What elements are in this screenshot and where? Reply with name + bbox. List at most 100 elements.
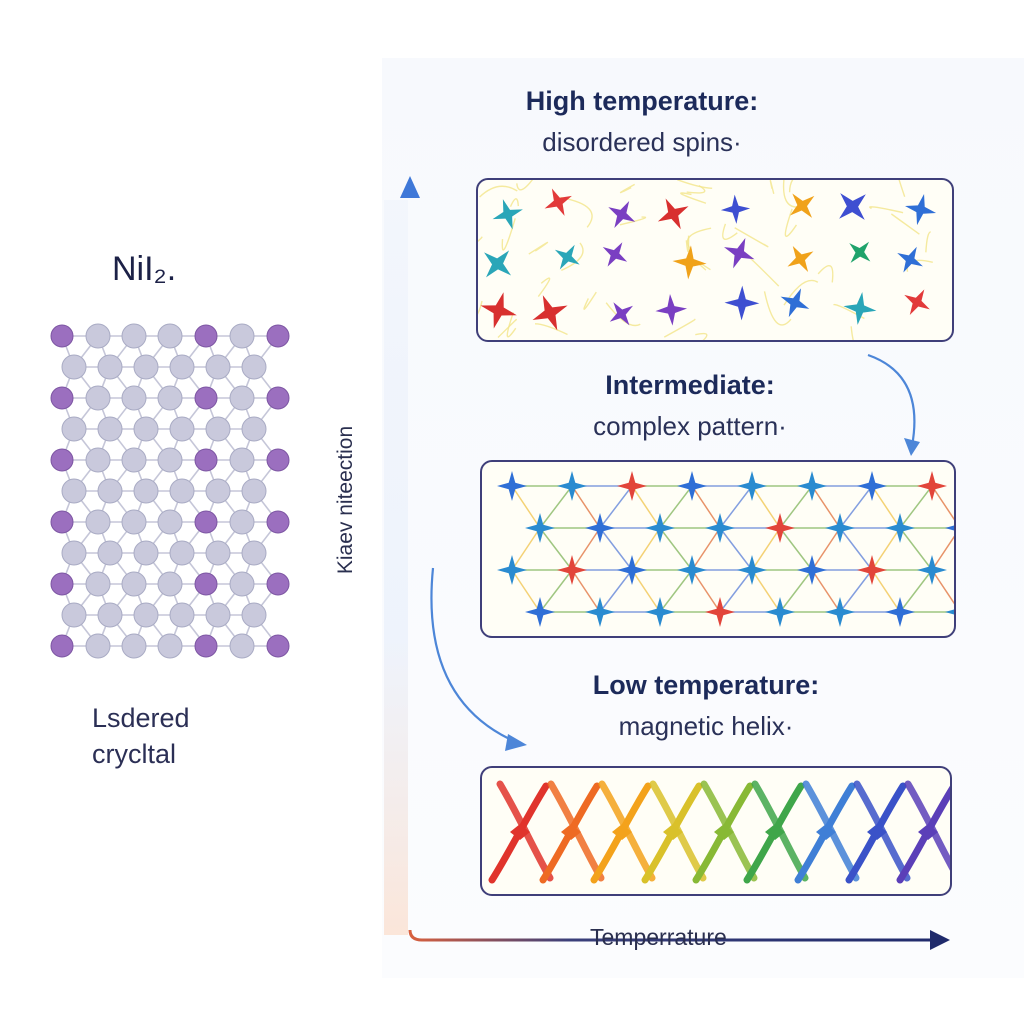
spin-panel-low — [480, 766, 952, 896]
pattern-link — [811, 527, 841, 571]
nickel-atom — [61, 416, 87, 442]
spin-panel-high — [476, 178, 954, 342]
pattern-link — [871, 485, 901, 529]
spin-arrow — [705, 513, 735, 543]
spin-arrow — [672, 245, 707, 280]
iodine-atom — [194, 448, 218, 472]
iodine-atom — [194, 510, 218, 534]
iodine-atom — [194, 634, 218, 658]
nickel-atom — [133, 602, 159, 628]
nickel-atom — [97, 602, 123, 628]
background-web-line — [478, 300, 483, 315]
nickel-atom — [157, 509, 183, 535]
spin-arrow — [585, 597, 615, 627]
iodine-atom — [50, 634, 74, 658]
crystal-formula: NiI₂. — [112, 250, 177, 288]
pattern-link — [691, 527, 721, 571]
nickel-atom — [85, 385, 111, 411]
pattern-link — [811, 485, 841, 529]
nickel-atom — [205, 354, 231, 380]
spin-arrow — [677, 555, 707, 585]
state-title-high: High temperature: — [525, 86, 759, 116]
spin-arrow — [655, 294, 688, 326]
background-web-line — [537, 277, 551, 297]
iodine-atom — [266, 386, 290, 410]
spin-arrow — [885, 513, 915, 543]
background-web-line — [891, 213, 920, 235]
spin-arrow — [525, 597, 555, 627]
background-web-line — [680, 192, 707, 204]
iodine-atom — [194, 386, 218, 410]
nickel-atom — [133, 478, 159, 504]
pattern-link — [779, 569, 813, 613]
pattern-link — [659, 569, 693, 613]
iodine-atom — [50, 386, 74, 410]
iodine-atom — [50, 510, 74, 534]
nickel-atom — [61, 354, 87, 380]
spin-arrow — [705, 597, 735, 627]
nickel-atom — [229, 633, 255, 659]
background-web-line — [561, 242, 584, 271]
iodine-atom — [50, 572, 74, 596]
spin-panel-intermediate — [480, 460, 956, 638]
nickel-atom — [121, 385, 147, 411]
y-axis-arrowhead — [400, 176, 420, 198]
background-web-line — [817, 265, 834, 283]
nickel-atom — [229, 571, 255, 597]
nickel-atom — [169, 416, 195, 442]
spin-arrow — [497, 555, 527, 585]
crystal-caption-line1: Lsdered — [92, 703, 190, 733]
background-web-line — [506, 312, 517, 338]
nickel-atom — [121, 633, 147, 659]
nickel-atom — [133, 354, 159, 380]
spin-arrow — [843, 291, 877, 325]
spin-arrow — [617, 471, 647, 501]
pattern-link — [691, 485, 721, 529]
spin-arrow — [557, 471, 587, 501]
nickel-atom — [169, 540, 195, 566]
nickel-atom — [121, 447, 147, 473]
iodine-atom — [50, 448, 74, 472]
spin-arrow — [557, 555, 587, 585]
spin-arrow — [724, 237, 755, 269]
nickel-atom — [157, 323, 183, 349]
transition-arrowhead-mid-to-low — [505, 734, 527, 751]
nickel-atom — [169, 602, 195, 628]
spin-arrow — [945, 525, 954, 531]
pattern-link — [839, 527, 873, 571]
background-web-line — [686, 227, 712, 251]
background-web-line — [677, 180, 713, 190]
nickel-atom — [61, 602, 87, 628]
nickel-atom — [133, 540, 159, 566]
pattern-link — [571, 485, 601, 529]
spin-arrow — [677, 471, 707, 501]
spin-arrow — [857, 555, 887, 585]
spin-arrow — [797, 555, 827, 585]
spin-arrow — [839, 193, 866, 220]
spin-arrow — [645, 597, 675, 627]
disordered-spins-illustration — [478, 180, 937, 340]
helix-node — [918, 824, 938, 840]
spin-arrow — [765, 513, 795, 543]
pattern-link — [931, 535, 954, 571]
nickel-atom — [169, 354, 195, 380]
spin-arrow — [849, 241, 871, 263]
spin-arrow — [885, 597, 915, 627]
nickel-atom — [169, 478, 195, 504]
background-web-line — [763, 291, 792, 326]
pattern-link — [779, 527, 813, 571]
nickel-atom — [97, 478, 123, 504]
state-subtitle-high: disordered spins· — [542, 127, 742, 157]
pattern-link — [751, 527, 781, 571]
helix-node — [765, 824, 785, 840]
iodine-atom — [266, 510, 290, 534]
nickel-atom — [61, 478, 87, 504]
pattern-link — [599, 569, 633, 613]
spin-arrow — [645, 513, 675, 543]
pattern-link — [811, 569, 841, 613]
pattern-link — [871, 527, 901, 571]
iodine-atom — [194, 324, 218, 348]
background-web-line — [479, 185, 518, 198]
background-web-line — [534, 323, 568, 336]
background-web-line — [788, 180, 794, 193]
